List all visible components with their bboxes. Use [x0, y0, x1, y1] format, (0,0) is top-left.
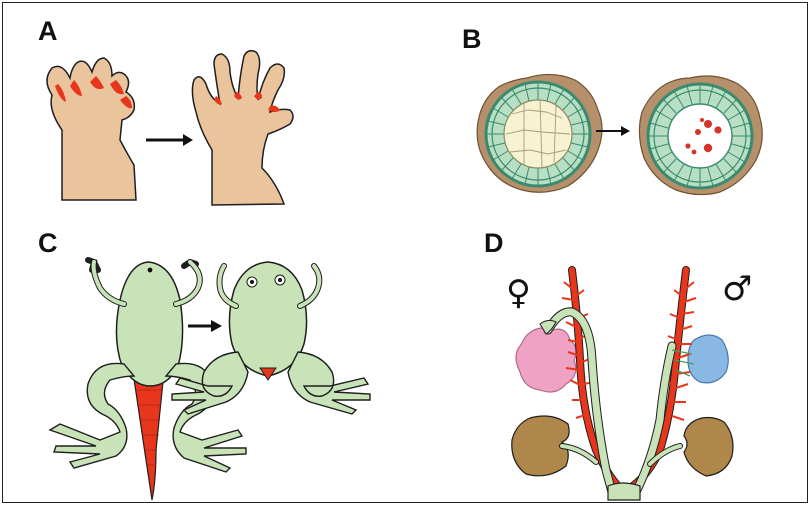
arrow-c — [188, 320, 222, 332]
hand-outline — [192, 51, 293, 205]
female-symbol: ♀ — [506, 273, 531, 313]
frog-hand-digits — [192, 51, 293, 205]
larval-lumen-cells — [504, 100, 572, 168]
cloaca — [608, 483, 640, 500]
hind-leg-right — [288, 352, 370, 414]
larval-intestine-section — [477, 74, 602, 192]
tail — [133, 372, 164, 500]
adult-intestine-section — [639, 76, 762, 195]
tadpole-paw-webbed — [47, 58, 136, 200]
panel-c-label: C — [38, 228, 58, 258]
panel-b-label: B — [462, 24, 482, 54]
panel-a-label: A — [38, 16, 58, 46]
kidney-right — [684, 418, 733, 477]
paw-outline — [47, 58, 136, 200]
male-symbol: ♂ — [722, 269, 752, 309]
panel-d: D ♀ ♂ — [484, 228, 752, 500]
ovary — [516, 328, 576, 392]
panel-d-label: D — [484, 228, 504, 258]
panel-b: B — [462, 24, 762, 195]
hind-leg-left — [172, 352, 248, 414]
eye — [148, 268, 153, 273]
hind-leg-left — [50, 363, 134, 468]
panel-a: A — [38, 16, 293, 205]
arrow-a — [146, 134, 193, 146]
testis — [688, 335, 728, 383]
adult-lumen — [668, 104, 732, 168]
panel-c: C — [38, 228, 370, 500]
